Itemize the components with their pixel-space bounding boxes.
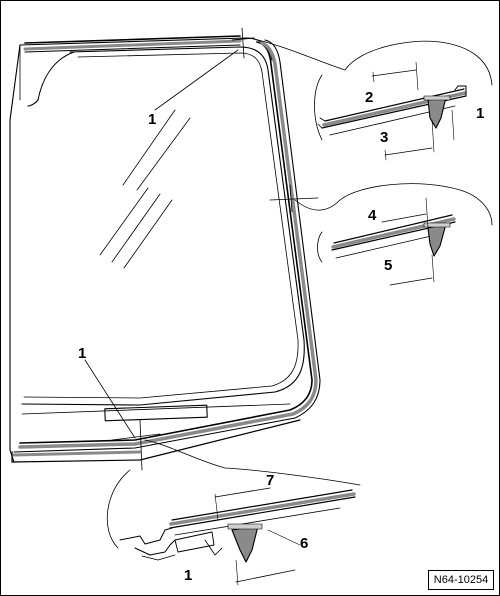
callout-1-right: 1: [476, 105, 484, 122]
callout-1-bottom: 1: [184, 567, 192, 584]
leader-lines: [84, 39, 493, 549]
callout-2: 2: [365, 89, 373, 106]
callout-5: 5: [384, 257, 392, 274]
windshield-body: [9, 27, 321, 471]
callout-1-top: 1: [148, 111, 156, 128]
callout-6: 6: [300, 535, 308, 552]
callout-labels: 1 1 2 3 4 5 1 7 6 1: [78, 89, 484, 584]
callout-7: 7: [266, 472, 274, 489]
detail-top-right: [317, 61, 467, 161]
detail-middle-right: [331, 197, 456, 286]
callout-4: 4: [368, 207, 377, 224]
reference-code: N64-10254: [428, 570, 494, 590]
detail-bottom: [119, 487, 356, 586]
callout-1-left: 1: [78, 345, 86, 362]
callout-3: 3: [380, 129, 388, 146]
